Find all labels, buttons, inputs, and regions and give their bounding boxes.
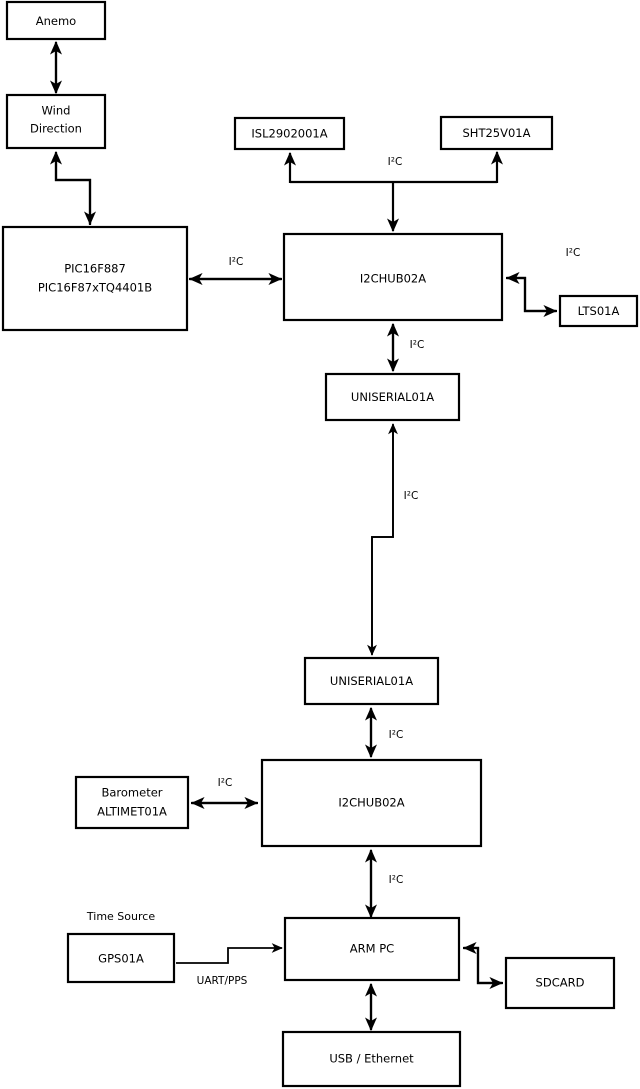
node-pic-label-line1: PIC16F887 <box>64 262 126 276</box>
edge-line-uniserial-up <box>371 423 398 654</box>
edge-line-wind-to-pic <box>54 154 97 226</box>
node-i2chub02a-top-label: I2CHUB02A <box>360 272 426 286</box>
node-wind-direction-label-line2: Direction <box>30 122 82 136</box>
edge-label-hub-armpc: I²C <box>389 874 404 886</box>
node-arm-pc-label: ARM PC <box>350 942 394 956</box>
node-lts01a[interactable]: LTS01A <box>558 294 639 328</box>
edge-label-sensors-bus: I²C <box>388 156 403 168</box>
node-i2chub02a-bottom-label: I2CHUB02A <box>338 796 404 810</box>
node-sht25v01a-box[interactable] <box>439 115 554 151</box>
node-sht25v01a[interactable]: SHT25V01A <box>439 115 554 151</box>
edge-pic-wind <box>49 150 97 226</box>
edge-pic-hub-top: I²C <box>188 256 283 286</box>
node-wind-direction-label-line1: Wind <box>42 104 71 118</box>
label-time-source: Time Source <box>86 910 155 923</box>
node-sht25v01a-label: SHT25V01A <box>463 126 531 140</box>
node-usb-ethernet-box[interactable] <box>281 1030 462 1088</box>
node-sdcard-box[interactable] <box>504 956 616 1010</box>
edge-label-barometer-hub: I²C <box>218 777 233 789</box>
edge-label-hub-lts: I²C <box>566 247 581 259</box>
node-uniserial01a-top[interactable]: UNISERIAL01A <box>324 372 461 422</box>
node-arm-pc[interactable]: ARM PC <box>283 916 461 982</box>
node-gps01a[interactable]: GPS01A <box>66 932 176 984</box>
node-uniserial01a-bottom[interactable]: UNISERIAL01A <box>303 656 440 706</box>
node-pic-label-line2: PIC16F87xTQ4401B <box>38 281 152 295</box>
node-uniserial01a-top-label: UNISERIAL01A <box>351 390 434 404</box>
node-anemo-label: Anemo <box>36 14 76 28</box>
edge-gps-armpc: UART/PPS <box>176 943 283 987</box>
node-i2chub02a-top-box[interactable] <box>282 232 504 322</box>
node-wind-direction-box[interactable] <box>5 93 107 150</box>
node-barometer-label-line2: ALTIMET01A <box>97 805 167 819</box>
node-uniserial01a-bottom-box[interactable] <box>303 656 440 706</box>
node-i2chub02a-bottom-box[interactable] <box>260 758 483 848</box>
node-i2chub02a-bottom[interactable]: I2CHUB02A <box>260 758 483 848</box>
node-wind-direction[interactable]: Wind Direction <box>5 93 107 150</box>
node-barometer[interactable]: Barometer ALTIMET01A <box>74 775 190 830</box>
node-isl2902001a[interactable]: ISL2902001A <box>233 116 346 151</box>
node-arm-pc-box[interactable] <box>283 916 461 982</box>
edge-label-hub-uniserial: I²C <box>410 339 425 351</box>
node-lts01a-label: LTS01A <box>578 304 620 318</box>
node-usb-ethernet[interactable]: USB / Ethernet <box>281 1030 462 1088</box>
edge-hub-sensors-bus: I²C <box>283 150 504 233</box>
node-sdcard-label: SDCARD <box>536 976 585 990</box>
edge-hub-uniserial-top: I²C <box>386 322 425 373</box>
edge-label-pic-hub: I²C <box>229 256 244 268</box>
node-isl2902001a-box[interactable] <box>233 116 346 151</box>
node-uniserial01a-bottom-label: UNISERIAL01A <box>330 674 413 688</box>
node-gps01a-box[interactable] <box>66 932 176 984</box>
node-anemo-box[interactable] <box>5 0 107 41</box>
edge-line-uniserial-down <box>367 425 394 656</box>
edge-label-uniserial-hubbot: I²C <box>389 729 404 741</box>
edge-line-gps-to-armpc <box>176 943 283 964</box>
node-gps01a-label: GPS01A <box>98 952 144 966</box>
node-i2chub02a-top[interactable]: I2CHUB02A <box>282 232 504 322</box>
node-isl2902001a-label: ISL2902001A <box>251 127 327 141</box>
node-anemo[interactable]: Anemo <box>5 0 107 41</box>
edge-line-pic-to-wind <box>49 150 92 225</box>
edge-line-hub-to-lts <box>506 276 558 318</box>
node-pic-box[interactable] <box>1 225 189 332</box>
edge-hub-lts: I²C <box>505 247 581 318</box>
edge-barometer-hub: I²C <box>190 777 259 810</box>
node-pic[interactable]: PIC16F887 PIC16F87xTQ4401B <box>1 225 189 332</box>
edge-line-sdcard-to-armpc <box>462 941 503 985</box>
edge-label-gps-armpc: UART/PPS <box>197 975 248 987</box>
edge-line-lts-to-hub <box>505 271 557 313</box>
node-lts01a-box[interactable] <box>558 294 639 328</box>
edge-hub-armpc: I²C <box>364 848 404 919</box>
node-sdcard[interactable]: SDCARD <box>504 956 616 1010</box>
edge-armpc-sdcard <box>462 941 504 990</box>
edge-uniserial-link: I²C <box>367 423 419 656</box>
node-uniserial01a-top-box[interactable] <box>324 372 461 422</box>
node-barometer-label-line1: Barometer <box>101 786 162 800</box>
edge-line-armpc-to-sdcard <box>463 946 504 990</box>
edge-label-uniserial-link: I²C <box>404 490 419 502</box>
node-barometer-box[interactable] <box>74 775 190 830</box>
edge-uniserial-hub-bot: I²C <box>364 706 404 759</box>
node-usb-ethernet-label: USB / Ethernet <box>329 1052 414 1066</box>
